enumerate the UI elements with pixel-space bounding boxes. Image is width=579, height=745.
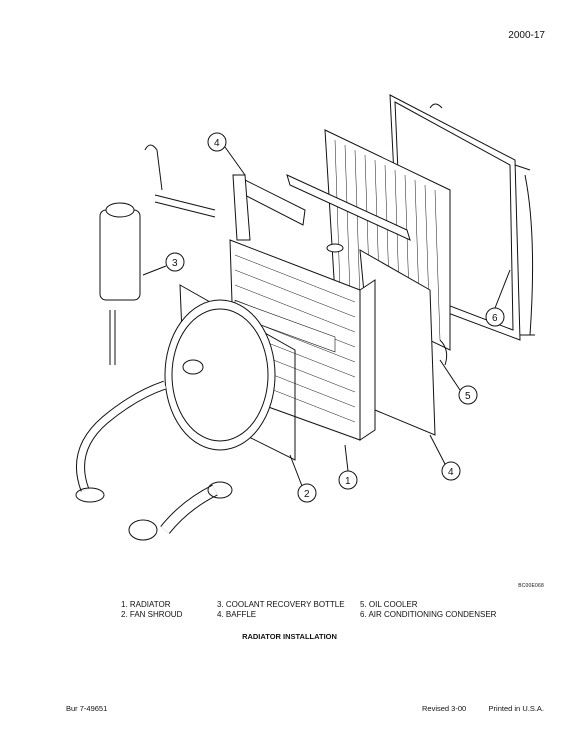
radiator-exploded-illustration: 4 3 6 5 1 2 4 <box>55 90 555 560</box>
callouts: 4 3 6 5 1 2 4 <box>142 132 511 503</box>
coolant-bottle-drawing <box>99 144 216 365</box>
footer-doc-number: Bur 7-49651 <box>66 704 108 713</box>
svg-text:4: 4 <box>214 138 220 149</box>
illustration-drawing: 4 3 6 5 1 2 4 <box>75 94 535 541</box>
legend-item: 6. AIR CONDITIONING CONDENSER <box>360 610 497 619</box>
svg-text:3: 3 <box>172 258 178 269</box>
svg-text:5: 5 <box>465 391 471 402</box>
legend-column-2: 3. COOLANT RECOVERY BOTTLE 4. BAFFLE <box>217 600 345 620</box>
figure-code: BC00E068 <box>518 583 544 589</box>
callout-4-top: 4 <box>207 132 246 176</box>
legend-column-1: 1. RADIATOR 2. FAN SHROUD <box>121 600 182 620</box>
baffle-left-drawing <box>232 174 306 241</box>
svg-text:1: 1 <box>345 476 351 487</box>
callout-1: 1 <box>338 444 358 490</box>
legend-item: 4. BAFFLE <box>217 610 257 619</box>
footer-printed: Printed in U.S.A. <box>488 704 544 713</box>
page-number: 2000-17 <box>508 30 545 41</box>
callout-4-bottom: 4 <box>429 434 461 481</box>
fan-shroud-drawing <box>164 284 296 461</box>
hoses-drawing <box>75 380 233 541</box>
legend-item: 2. FAN SHROUD <box>121 610 183 619</box>
figure-caption: RADIATOR INSTALLATION <box>242 632 337 641</box>
footer-revision: Revised 3-00 <box>422 704 467 713</box>
legend-item: 1. RADIATOR <box>121 600 171 609</box>
callout-3: 3 <box>142 252 185 276</box>
callout-2: 2 <box>289 454 317 503</box>
callout-5: 5 <box>439 359 478 405</box>
svg-text:4: 4 <box>448 467 454 478</box>
legend-item: 5. OIL COOLER <box>360 600 418 609</box>
svg-text:2: 2 <box>304 489 310 500</box>
callout-6: 6 <box>485 269 511 327</box>
legend-column-3: 5. OIL COOLER 6. AIR CONDITIONING CONDEN… <box>360 600 496 620</box>
svg-text:6: 6 <box>492 313 498 324</box>
legend-item: 3. COOLANT RECOVERY BOTTLE <box>217 600 345 609</box>
